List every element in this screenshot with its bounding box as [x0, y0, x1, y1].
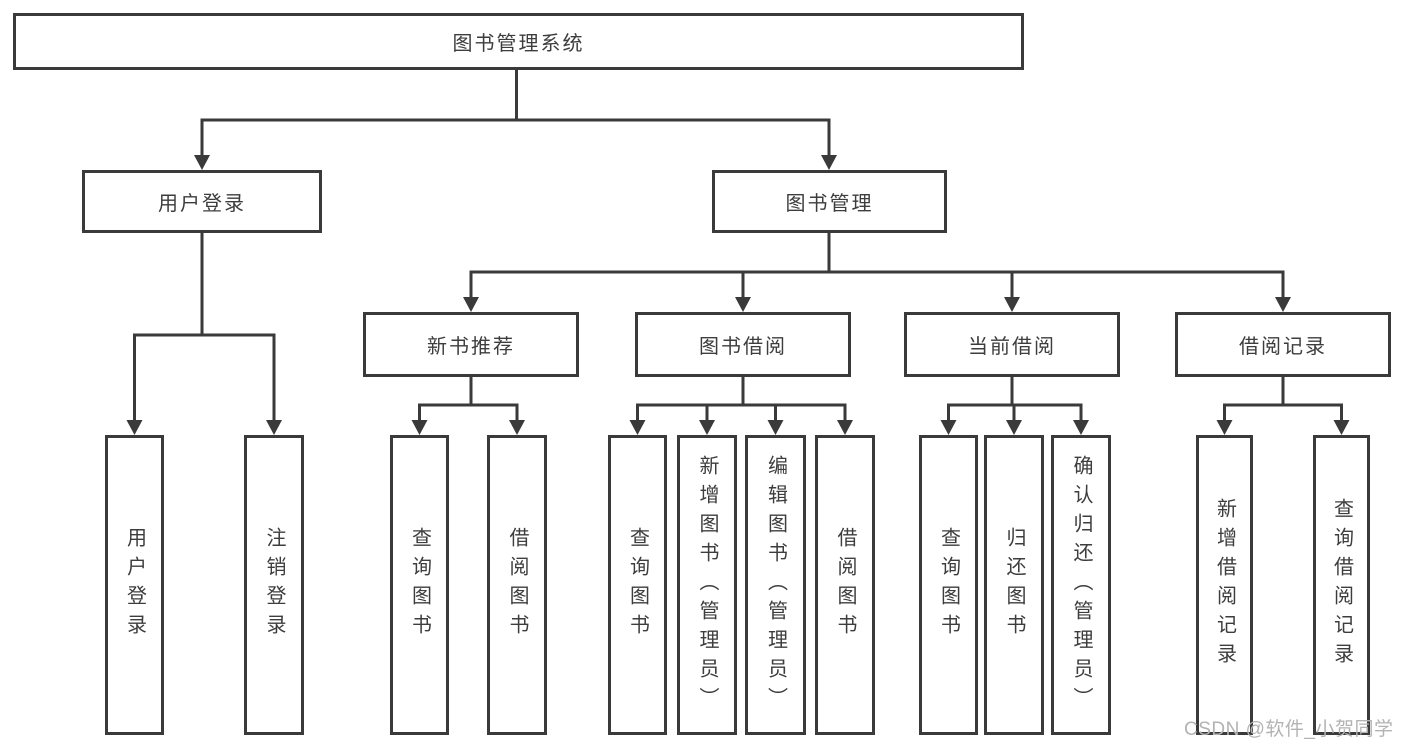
leaf-current-return-books: 归还图书 — [984, 435, 1044, 735]
node-label: 新增图书（管理员） — [696, 454, 718, 716]
node-label: 新增借阅记录 — [1213, 498, 1236, 672]
node-label: 图书借阅 — [699, 336, 787, 358]
edges-user-login — [133, 233, 276, 421]
node-label: 借阅图书 — [506, 527, 528, 643]
edges-new-book-recommend — [418, 377, 519, 421]
arrow-down-icon — [629, 420, 646, 435]
leaf-borrow-add-books-admin: 新增图书（管理员） — [677, 435, 737, 735]
node-label: 用户登录 — [158, 193, 246, 215]
node-library-system: 图书管理系统 — [13, 13, 1024, 70]
node-label: 借阅记录 — [1239, 336, 1327, 358]
node-label: 查询借阅记录 — [1330, 498, 1353, 672]
edges-current-borrow — [947, 377, 1083, 421]
arrow-down-icon — [1073, 420, 1089, 435]
arrow-down-icon — [767, 420, 784, 435]
leaf-borrow-query-books: 查询图书 — [608, 435, 667, 735]
node-label: 用户登录 — [123, 527, 146, 643]
node-book-borrow: 图书借阅 — [635, 312, 851, 377]
node-label: 新书推荐 — [427, 336, 515, 358]
arrow-down-icon — [1006, 420, 1022, 435]
arrow-down-icon — [735, 297, 751, 312]
node-borrow-records: 借阅记录 — [1175, 312, 1391, 377]
node-new-book-recommend: 新书推荐 — [363, 312, 579, 377]
arrow-down-icon — [699, 420, 715, 435]
arrow-down-icon — [1275, 297, 1291, 312]
arrow-down-icon — [266, 420, 282, 435]
leaf-records-add-record: 新增借阅记录 — [1196, 435, 1253, 735]
arrow-down-icon — [509, 420, 525, 435]
leaf-recommend-borrow-books: 借阅图书 — [487, 435, 547, 735]
arrow-down-icon — [463, 297, 479, 312]
arrow-down-icon — [194, 155, 210, 170]
leaf-user-login: 用户登录 — [105, 435, 164, 735]
node-label: 注销登录 — [263, 527, 285, 643]
arrow-down-icon — [1216, 420, 1233, 435]
node-label: 查询图书 — [626, 527, 649, 643]
arrow-down-icon — [1333, 420, 1350, 435]
node-user-login: 用户登录 — [82, 170, 322, 233]
edges-book-borrow — [636, 377, 847, 421]
watermark: CSDN @软件_小贺同学 — [1184, 719, 1394, 740]
arrow-down-icon — [821, 155, 837, 170]
node-label: 当前借阅 — [968, 336, 1056, 358]
edges-root — [200, 69, 831, 156]
node-book-management: 图书管理 — [712, 170, 947, 233]
node-label: 图书管理系统 — [452, 33, 585, 55]
leaf-logout: 注销登录 — [244, 435, 304, 735]
arrow-down-icon — [837, 420, 853, 435]
edges-book-management — [469, 233, 1285, 298]
leaf-current-confirm-return-admin: 确认归还（管理员） — [1051, 435, 1111, 735]
node-label: 查询图书 — [937, 527, 960, 643]
node-label: 归还图书 — [1003, 527, 1025, 643]
leaf-current-query-books: 查询图书 — [919, 435, 978, 735]
node-label: 确认归还（管理员） — [1070, 454, 1092, 716]
node-label: 图书管理 — [785, 193, 874, 215]
arrow-down-icon — [1004, 297, 1020, 312]
edges-borrow-records — [1223, 377, 1343, 421]
arrow-down-icon — [411, 420, 428, 435]
node-label: 查询图书 — [408, 527, 431, 643]
arrow-down-icon — [940, 420, 957, 435]
leaf-borrow-borrow-books: 借阅图书 — [815, 435, 875, 735]
node-label: 编辑图书（管理员） — [764, 454, 787, 716]
node-current-borrow: 当前借阅 — [904, 312, 1120, 377]
leaf-recommend-query-books: 查询图书 — [390, 435, 449, 735]
node-label: 借阅图书 — [834, 527, 856, 643]
arrow-down-icon — [126, 420, 143, 435]
leaf-borrow-edit-books-admin: 编辑图书（管理员） — [745, 435, 806, 735]
leaf-records-query-record: 查询借阅记录 — [1313, 435, 1370, 735]
